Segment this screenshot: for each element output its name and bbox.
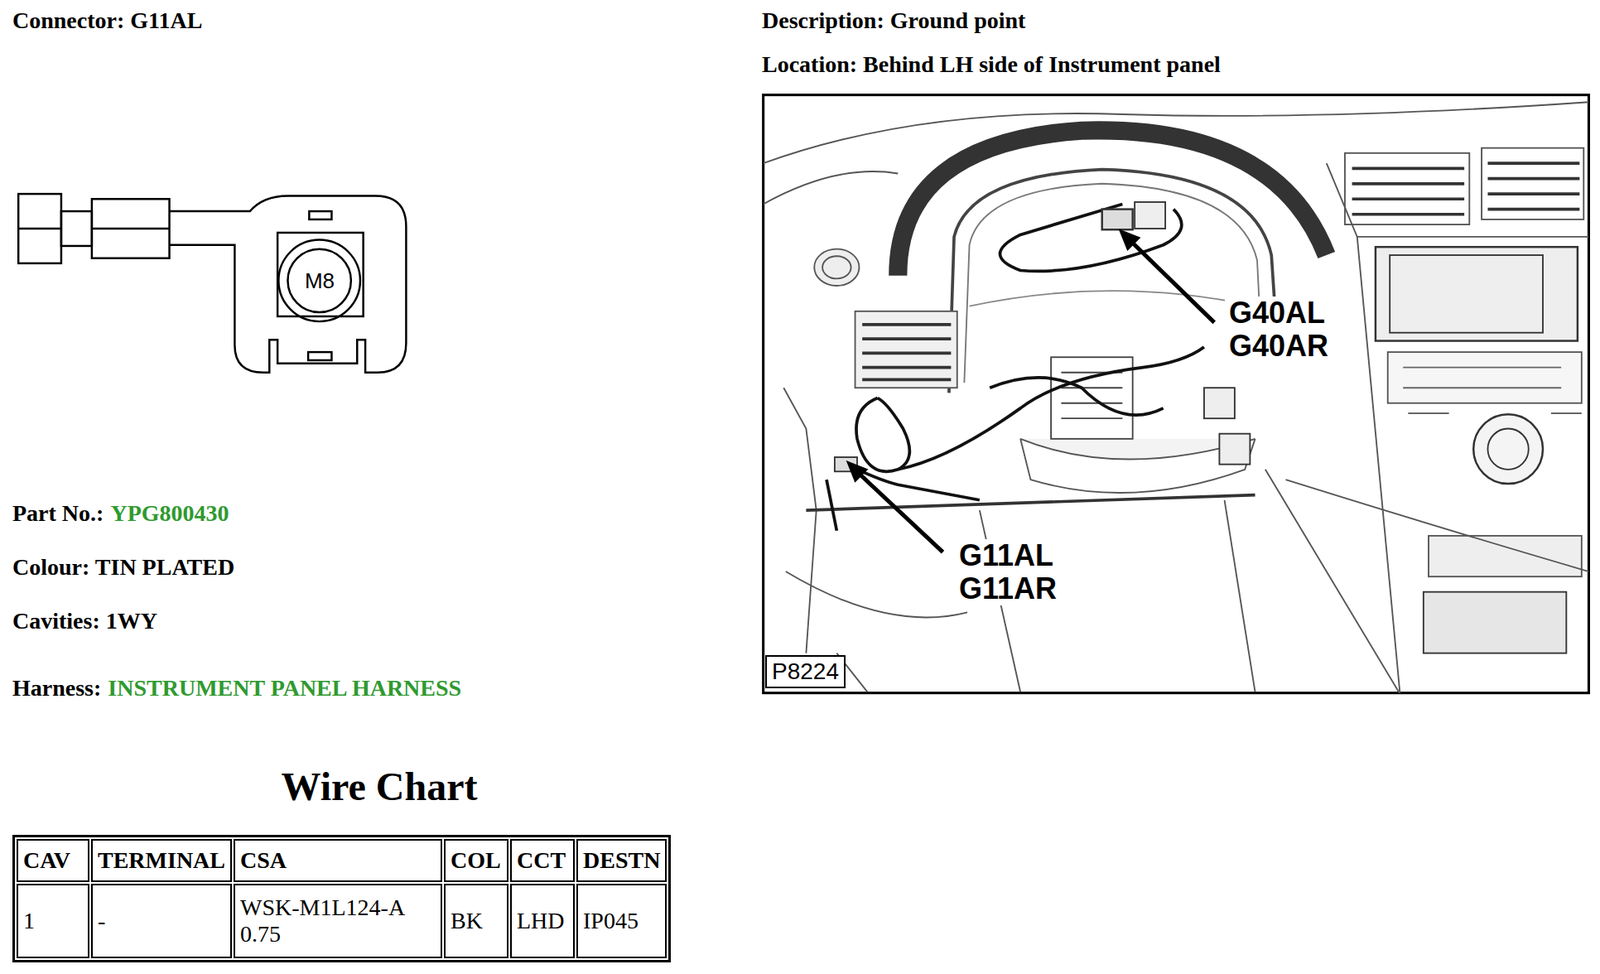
illustration-frame [763, 95, 1590, 694]
table-row: CAV TERMINAL CSA COL CCT DESTN [16, 838, 667, 882]
stud-size: M8 [304, 268, 335, 294]
table-cell: LHD [510, 883, 575, 959]
table-cell: TERMINAL [91, 838, 232, 882]
table-cell: DESTN [576, 838, 667, 882]
field-label: Harness: [12, 674, 102, 703]
table-cell: CCT [510, 838, 575, 882]
dashboard-illustration [763, 101, 1590, 693]
location-text: Location: Behind LH side of Instrument p… [761, 50, 1221, 79]
connector-heading: Connector: G11AL [12, 6, 203, 35]
ground-callout: G11AR [954, 572, 1061, 606]
column-header: TERMINAL [97, 847, 226, 873]
table-cell: WSK-M1L124-A 0.75 [233, 883, 443, 959]
column-header: DESTN [583, 847, 661, 873]
ground-callout: G40AR [1224, 329, 1333, 363]
table-cell: BK [443, 883, 509, 959]
table-cell: CSA [233, 838, 443, 882]
harness-name: INSTRUMENT PANEL HARNESS [107, 674, 462, 703]
leader-arrows [847, 229, 1215, 552]
table-row: 1 - WSK-M1L124-A 0.75 BK LHD IP045 [16, 883, 667, 959]
cell-value: WSK-M1L124-A 0.75 [240, 894, 405, 947]
table-heading: Wire Chart [281, 763, 478, 810]
colour-field: Colour: TIN PLATED [12, 553, 235, 582]
table-cell: 1 [16, 883, 90, 959]
cell-value: - [97, 907, 106, 934]
cell-value: 1 [23, 907, 35, 934]
column-header: COL [450, 847, 502, 873]
connector-drawing [18, 193, 406, 373]
cell-value: BK [450, 907, 483, 934]
field-label: Part No.: [12, 499, 104, 528]
figure-number: P8224 [765, 655, 846, 689]
cell-value: LHD [516, 907, 565, 934]
wire-chart: CAV TERMINAL CSA COL CCT DESTN 1 - WSK-M1L124-A … [12, 834, 671, 963]
column-header: CCT [516, 847, 566, 873]
table-cell: - [91, 883, 232, 959]
description-text: Description: Ground point [761, 6, 1026, 35]
column-header: CSA [240, 847, 287, 873]
column-header: CAV [23, 847, 71, 873]
cavities-field: Cavities: 1WY [12, 607, 158, 636]
table-cell: IP045 [576, 883, 667, 959]
cell-value: IP045 [583, 907, 639, 934]
table-cell: COL [443, 838, 509, 882]
ground-callout: G11AL [954, 539, 1058, 573]
part-number: YPG800430 [110, 499, 229, 528]
ground-callout: G40AL [1224, 296, 1330, 330]
table-cell: CAV [16, 838, 90, 882]
